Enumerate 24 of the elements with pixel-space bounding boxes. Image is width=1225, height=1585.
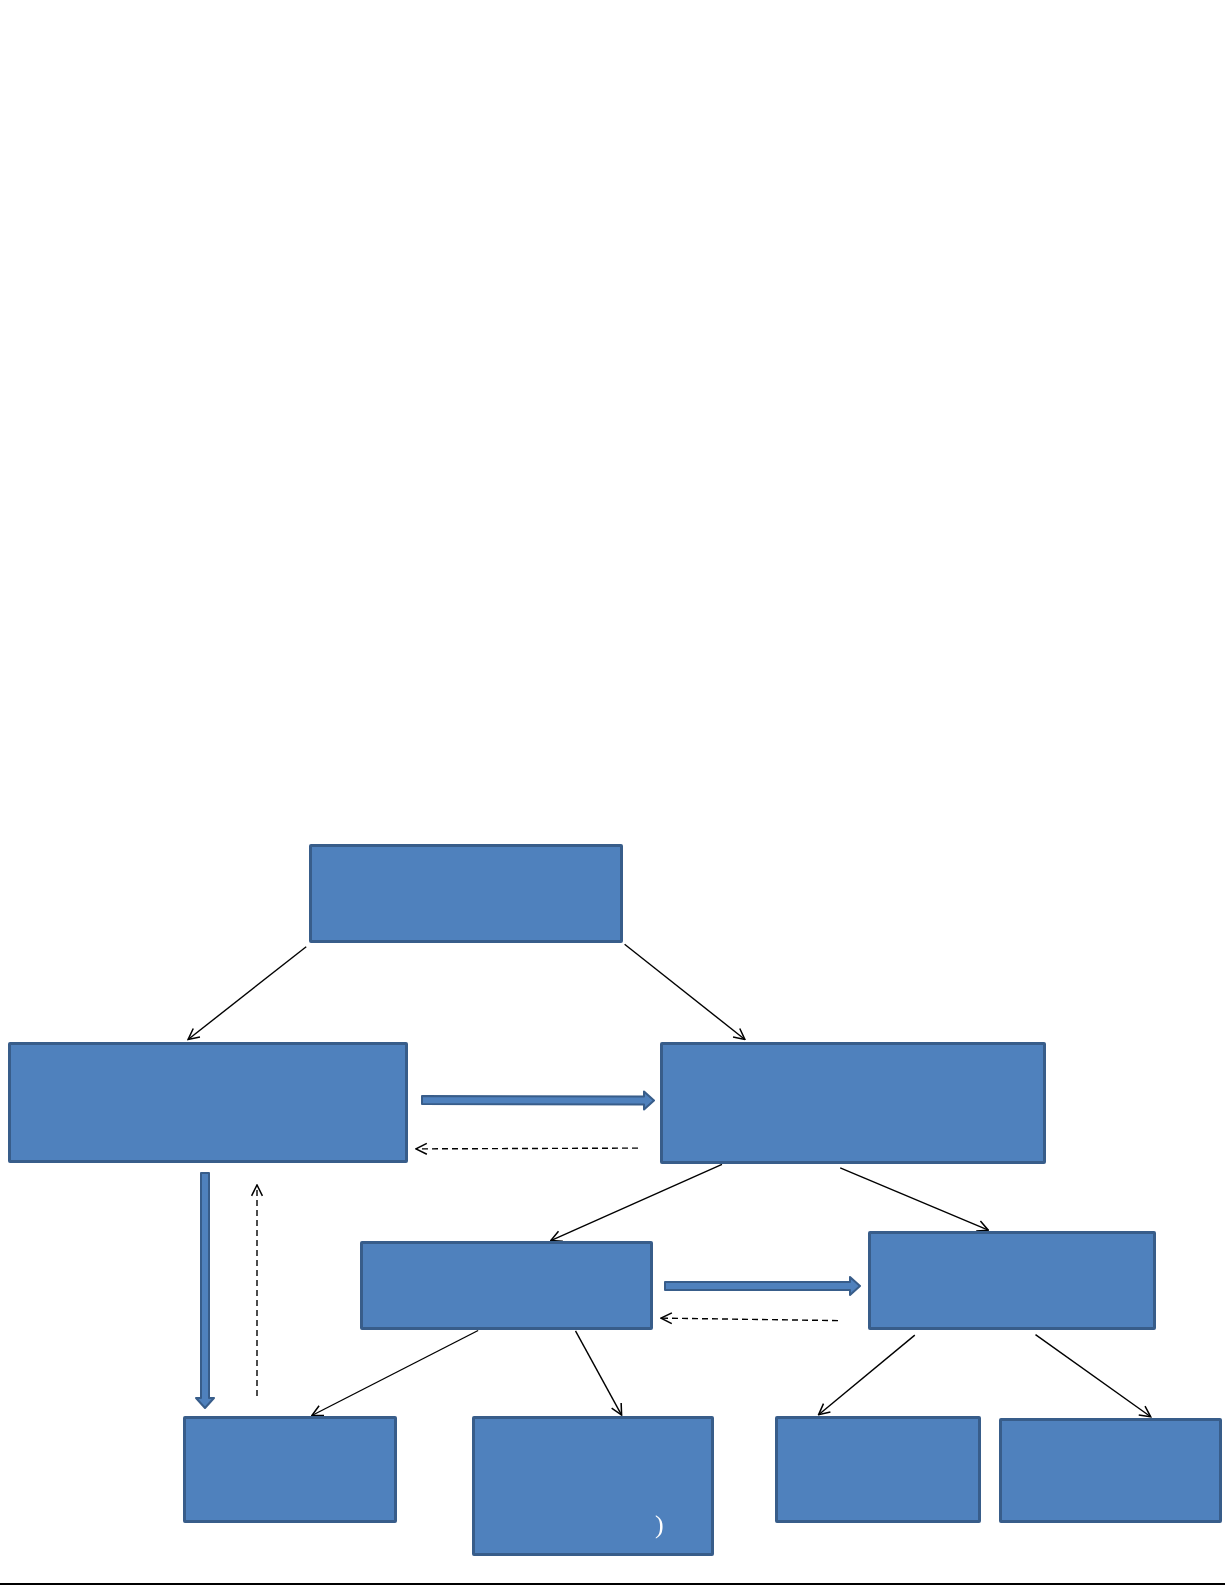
arrow <box>623 943 746 1041</box>
process-box <box>660 1042 1046 1164</box>
dashed-arrow <box>415 1142 639 1156</box>
arrow <box>817 1334 916 1416</box>
arrow <box>550 1163 723 1242</box>
box-text: ) <box>655 1512 664 1538</box>
block-arrow <box>421 1090 655 1111</box>
arrow <box>311 1329 479 1417</box>
process-box <box>360 1241 653 1330</box>
process-box <box>8 1042 408 1163</box>
arrow <box>839 1167 990 1232</box>
process-box <box>472 1416 714 1556</box>
arrow <box>1034 1333 1152 1418</box>
process-box <box>183 1416 397 1523</box>
dashed-arrow <box>660 1312 839 1325</box>
block-arrow <box>664 1276 861 1296</box>
arrow <box>574 1330 623 1416</box>
dashed-arrow <box>250 1184 264 1397</box>
process-box <box>309 844 623 943</box>
process-box <box>868 1231 1156 1330</box>
process-box <box>775 1416 981 1523</box>
process-box <box>999 1418 1222 1523</box>
arrow <box>187 946 307 1041</box>
block-arrow <box>195 1172 215 1409</box>
